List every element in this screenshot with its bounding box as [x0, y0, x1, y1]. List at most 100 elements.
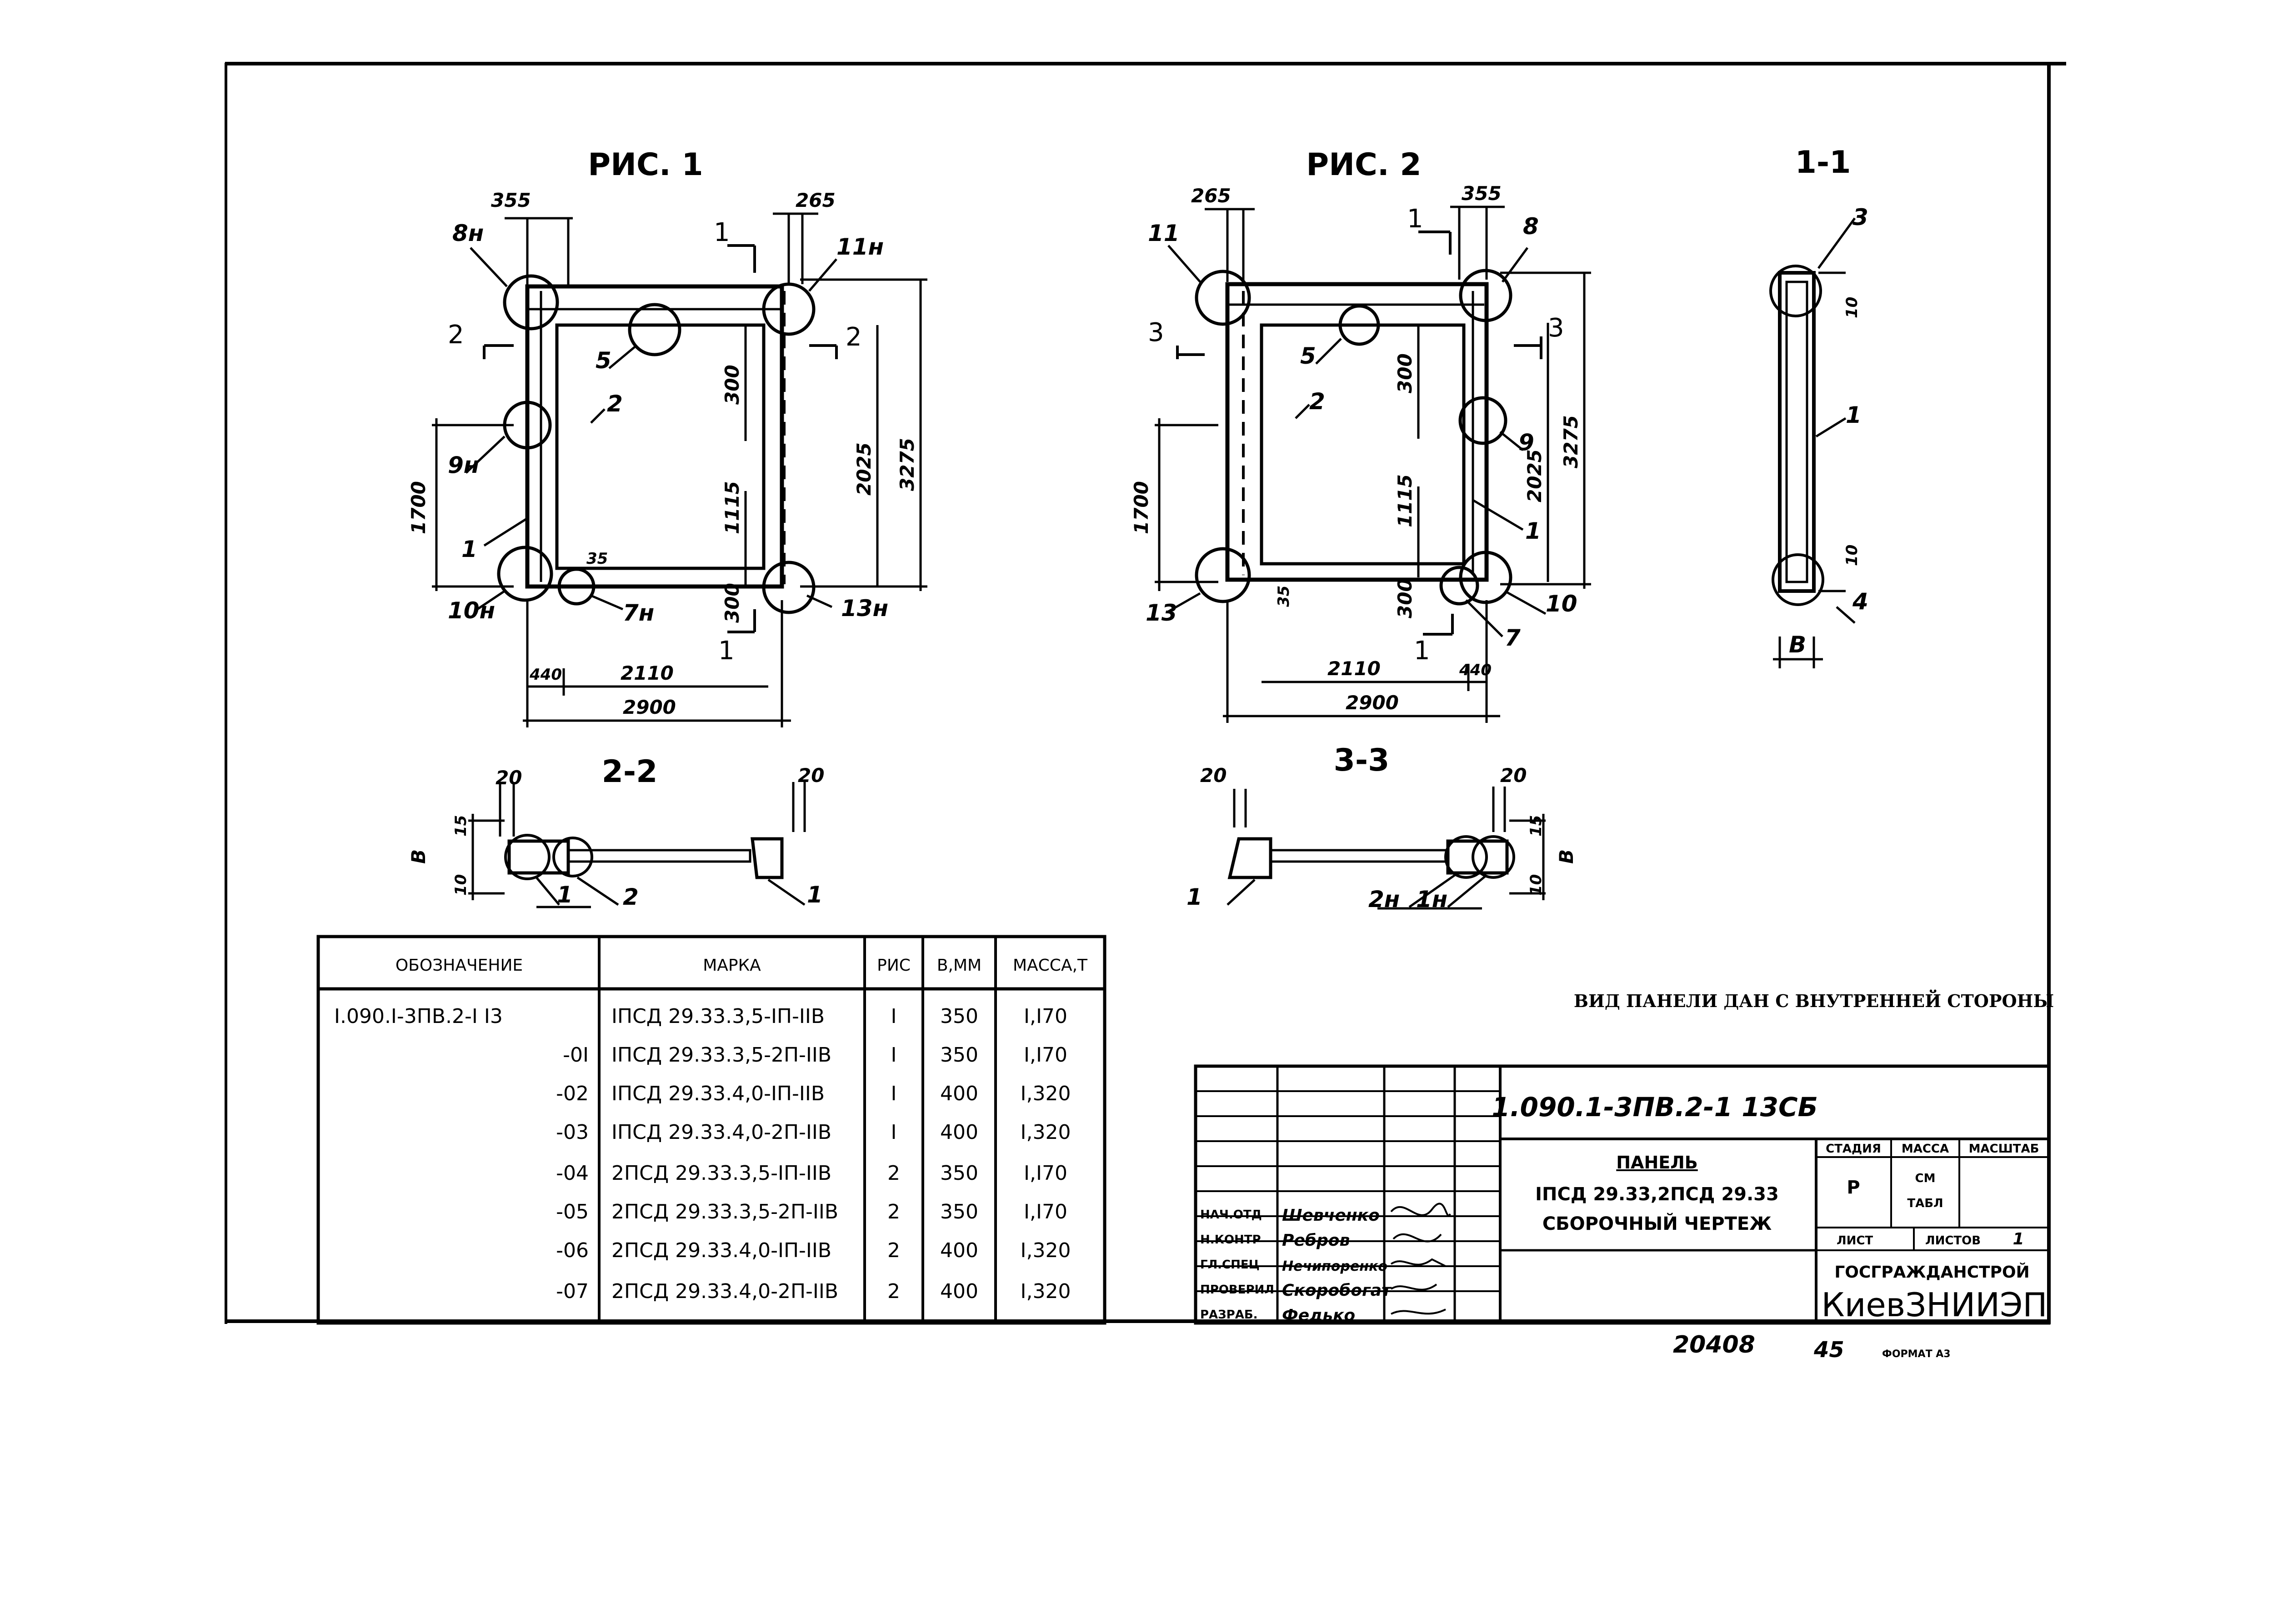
- cell-mass: I,320: [1021, 1082, 1071, 1105]
- sec22-labels: 20 20 15 10 В 1 2 1: [407, 764, 824, 910]
- fig2-label-11: 11: [1148, 220, 1180, 246]
- sec11-label-3: 3: [1852, 204, 1868, 231]
- fig1-dim-2025: 2025: [853, 442, 875, 496]
- title-block: 1.090.1-3ПВ.2-1 13СБ ПАНЕЛЬ IПСД 29.33,2…: [1194, 1064, 2051, 1325]
- org-name-1: ГОСГРАЖДАНСТРОЙ: [1834, 1263, 2029, 1282]
- sec33-labels: 20 20 15 10 В 1 2н 1н: [1187, 764, 1577, 912]
- fig1-label-10n: 10н: [448, 597, 495, 624]
- fig2-label-10: 10: [1546, 591, 1577, 617]
- fig2-callout-labels: 11 8 9 1 13 7 10 5 2: [1146, 213, 1577, 651]
- fig2-dim-1700: 1700: [1130, 481, 1152, 534]
- fig1-label-13n: 13н: [841, 595, 888, 622]
- fig2-dim-35: 35: [1275, 586, 1293, 607]
- fig2-cut-markers: [1176, 231, 1542, 636]
- fig1-dim-35: 35: [586, 550, 608, 568]
- fig2-label-1: 1: [1525, 518, 1541, 544]
- table-row: -02 IПСД 29.33.4,0-IП-IIВ I 400 I,320: [556, 1082, 1071, 1105]
- fig2-label-2: 2: [1309, 388, 1325, 415]
- drawing-note: ВИД ПАНЕЛИ ДАН С ВНУТРЕННЕЙ СТОРОНЫ: [1574, 990, 2054, 1011]
- fig2-dimension-lines: [1155, 206, 1591, 723]
- stage-value: Р: [1847, 1177, 1860, 1198]
- fig1-title: РИС. 1: [588, 147, 703, 183]
- fig1-dim-1700: 1700: [407, 481, 430, 534]
- spec-table-grid: [316, 935, 1106, 1325]
- fig2-dim-3275: 3275: [1560, 415, 1582, 468]
- cell-mass: I,320: [1021, 1239, 1071, 1262]
- role-5: РАЗРАБ.: [1200, 1308, 1258, 1322]
- cell-mark: 2ПСД 29.33.4,0-IП-IIВ: [611, 1239, 831, 1262]
- panel-name-line1: ПАНЕЛЬ: [1616, 1153, 1698, 1173]
- fig1-dim-2900: 2900: [623, 696, 676, 718]
- sec33-title: 3-3: [1334, 742, 1390, 778]
- page-number: 45: [1813, 1337, 1844, 1363]
- table-row: -07 2ПСД 29.33.4,0-2П-IIВ 2 400 I,320: [556, 1280, 1071, 1303]
- spec-table-body: I.090.I-3ПВ.2-I I3 IПСД 29.33.3,5-IП-IIВ…: [334, 1005, 1071, 1303]
- signature-marks: [1390, 1203, 1451, 1315]
- sec22-dim-20-r: 20: [798, 764, 824, 787]
- cell-mass: I,I70: [1024, 1005, 1067, 1028]
- sec33-profile: [1227, 787, 1546, 910]
- table-row: -06 2ПСД 29.33.4,0-IП-IIВ 2 400 I,320: [556, 1239, 1071, 1262]
- sec11-profile: [1769, 217, 1856, 668]
- sec22-label-2: 2: [623, 884, 639, 910]
- fig1-leaders: [465, 247, 837, 611]
- cell-mark: 2ПСД 29.33.3,5-2П-IIВ: [611, 1200, 838, 1223]
- fig2-cut-3-left: 3: [1148, 318, 1164, 347]
- fig1-label-11n: 11н: [836, 234, 884, 260]
- spec-header-mark: МАРКА: [703, 956, 761, 975]
- sec22-dim-20-l: 20: [496, 767, 522, 789]
- cell-b: 400: [940, 1280, 978, 1303]
- title-block-grid: [1194, 1064, 2051, 1325]
- fig1-label-2: 2: [607, 391, 623, 417]
- cell-b: 350: [940, 1005, 978, 1028]
- mass-value-2: ТАБЛ: [1907, 1197, 1943, 1210]
- sheets-value: 1: [2013, 1230, 2024, 1248]
- sec22-dim-15: 15: [452, 815, 470, 837]
- role-4: ПРОВЕРИЛ: [1200, 1283, 1274, 1297]
- spec-table-header: ОБОЗНАЧЕНИЕ МАРКА РИС В,ММ МАССА,Т: [396, 956, 1088, 975]
- cell-mass: I,I70: [1024, 1200, 1067, 1223]
- fig1-dim-300-bot: 300: [721, 583, 743, 623]
- cell-mass: I,I70: [1024, 1043, 1067, 1067]
- fig2-dim-2110: 2110: [1327, 657, 1381, 680]
- cell-fig: I: [891, 1121, 897, 1144]
- sec33-label-1: 1: [1187, 884, 1202, 910]
- fig2-panel-outline: [1225, 282, 1489, 582]
- fig2-label-13: 13: [1146, 600, 1177, 626]
- cell-fig: 2: [887, 1162, 900, 1185]
- cell-b: 400: [940, 1121, 978, 1144]
- org-name-2: КиевЗНИИЭП: [1821, 1286, 2047, 1324]
- sec22-title: 2-2: [602, 754, 658, 790]
- name-4: Скоробогат: [1282, 1281, 1392, 1300]
- cell-designation: -03: [556, 1121, 589, 1144]
- role-1: НАЧ.ОТД: [1200, 1208, 1262, 1222]
- fig1-dim-355: 355: [491, 189, 531, 211]
- fig2-title: РИС. 2: [1306, 147, 1421, 183]
- sheets-label: ЛИСТОВ: [1925, 1234, 1981, 1248]
- figure-1: РИС. 1: [407, 147, 927, 727]
- fig2-dim-1115: 1115: [1394, 474, 1416, 527]
- table-row: -05 2ПСД 29.33.3,5-2П-IIВ 2 350 I,I70: [556, 1200, 1067, 1223]
- fig2-label-9: 9: [1518, 429, 1534, 456]
- doc-code: 1.090.1-3ПВ.2-1 13СБ: [1492, 1092, 1818, 1123]
- cell-designation: -04: [556, 1162, 589, 1185]
- sheet-frame: [225, 62, 2066, 1324]
- cell-fig: 2: [887, 1239, 900, 1262]
- cell-b: 400: [940, 1239, 978, 1262]
- figure-2: РИС. 2: [1130, 147, 1591, 723]
- cell-mark: 2ПСД 29.33.4,0-2П-IIВ: [611, 1280, 838, 1303]
- fig2-label-5: 5: [1300, 343, 1316, 369]
- fig1-label-9n: 9н: [448, 452, 479, 478]
- sec22-dim-10: 10: [452, 874, 470, 896]
- fig2-dim-300-bot: 300: [1394, 578, 1416, 618]
- table-row: I.090.I-3ПВ.2-I I3 IПСД 29.33.3,5-IП-IIВ…: [334, 1005, 1067, 1028]
- sheet-format: ФОРМАТ А3: [1882, 1348, 1951, 1360]
- stage-label: СТАДИЯ: [1826, 1142, 1881, 1156]
- fig1-cut-labels: 2 2 1 1: [448, 218, 862, 666]
- sec33-dim-20-r: 20: [1500, 764, 1527, 787]
- fig1-dim-1115: 1115: [721, 481, 743, 534]
- fig1-cut-1-top: 1: [714, 218, 730, 247]
- scale-label: МАСШТАБ: [1969, 1142, 2039, 1156]
- table-row: -0I IПСД 29.33.3,5-2П-IIВ I 350 I,I70: [563, 1043, 1067, 1067]
- sec11-label-1: 1: [1846, 402, 1862, 428]
